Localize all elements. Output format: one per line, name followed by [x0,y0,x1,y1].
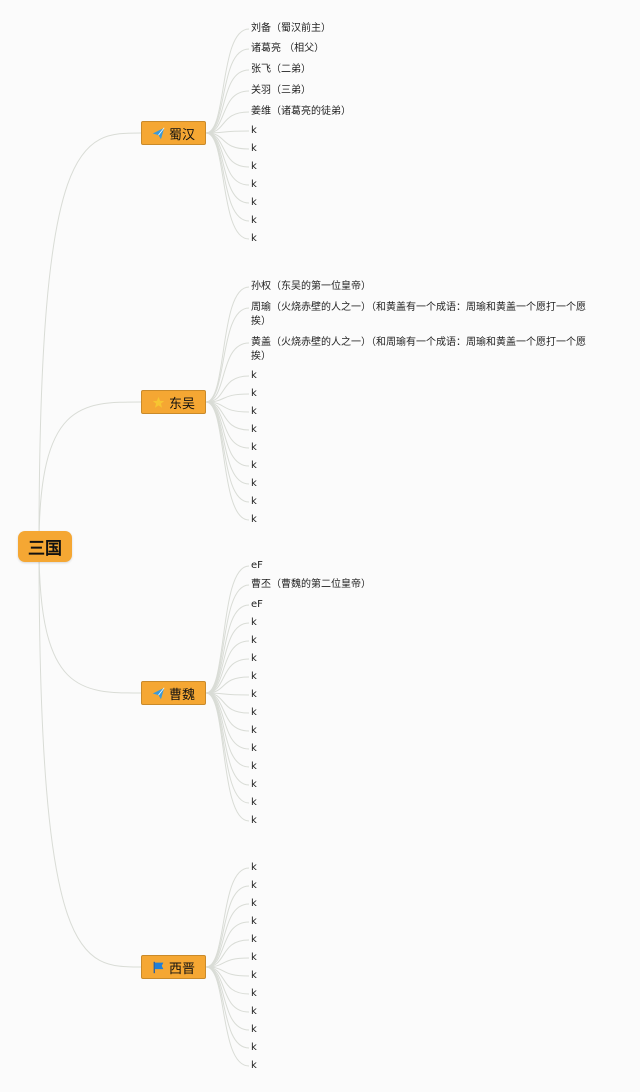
connector-line [38,546,142,968]
root-label: 三国 [28,539,62,559]
leaf-item[interactable]: k [251,388,257,399]
leaf-item[interactable]: k [251,233,257,244]
connector-line [205,584,250,694]
leaf-item[interactable]: k [251,934,257,945]
connector-line [205,342,250,403]
connector-line [205,676,250,694]
leaf-item[interactable]: k [251,970,257,981]
paper-plane-icon [152,127,165,140]
connector-line [205,692,250,822]
leaf-item[interactable]: k [251,406,257,417]
branch-node-caowei[interactable]: 曹魏 [141,681,206,705]
leaf-item[interactable]: 曹丕（曹魏的第二位皇帝） [251,579,371,590]
leaf-item[interactable]: eF [251,560,263,571]
leaf-item[interactable]: k [251,1024,257,1035]
connector-line [205,401,250,521]
leaf-item[interactable]: k [251,671,257,682]
leaf-item[interactable]: k [251,988,257,999]
branch-label: 西晋 [168,961,195,977]
branch-label: 曹魏 [168,687,195,703]
leaf-item[interactable]: k [251,880,257,891]
leaf-item[interactable]: 刘备（蜀汉前主） [251,23,331,34]
leaf-item[interactable]: k [251,179,257,190]
leaf-item[interactable]: k [251,125,257,136]
leaf-item[interactable]: k [251,653,257,664]
connector-line [205,957,250,968]
leaf-item[interactable]: k [251,478,257,489]
leaf-item[interactable]: 周瑜（火烧赤壁的人之一）（和黄盖有一个成语：周瑜和黄盖一个愿打一个愿挨） [251,302,586,327]
leaf-item[interactable]: 姜维（诸葛亮的徒弟） [251,106,351,117]
leaf-item[interactable]: k [251,707,257,718]
leaf-item[interactable]: k [251,862,257,873]
leaf-item[interactable]: k [251,370,257,381]
connector-line [205,90,250,134]
connector-line [205,286,250,403]
leaf-item[interactable]: k [251,635,257,646]
connector-line [205,903,250,968]
leaf-item[interactable]: k [251,743,257,754]
leaf-item[interactable]: k [251,1006,257,1017]
leaf-item[interactable]: k [251,725,257,736]
root-node[interactable]: 三国 [18,531,72,562]
flag-icon [152,961,165,974]
connector-line [38,132,142,547]
connector-line [205,132,250,240]
leaf-item[interactable]: k [251,898,257,909]
leaf-item[interactable]: k [251,143,257,154]
leaf-item[interactable]: k [251,689,257,700]
connector-line [38,546,142,694]
leaf-item[interactable]: k [251,496,257,507]
connector-line [205,966,250,1013]
leaf-item[interactable]: 黄盖（火烧赤壁的人之一）（和周瑜有一个成语：周瑜和黄盖一个愿打一个愿挨） [251,337,586,362]
leaf-item[interactable]: eF [251,599,263,610]
connector-line [205,885,250,968]
branch-label: 东吴 [168,396,195,412]
paper-plane-icon [152,687,165,700]
connector-line [205,604,250,694]
leaf-item[interactable]: k [251,815,257,826]
leaf-item[interactable]: 诸葛亮 （相父） [251,43,325,54]
connector-line [205,28,250,134]
leaf-item[interactable]: 张飞（二弟） [251,64,311,75]
leaf-item[interactable]: k [251,197,257,208]
connector-line [205,307,250,403]
connector-line [205,132,250,168]
connector-line [205,565,250,694]
leaf-item[interactable]: k [251,617,257,628]
leaf-item[interactable]: k [251,916,257,927]
leaf-item[interactable]: k [251,424,257,435]
branch-node-dongwu[interactable]: 东吴 [141,390,206,414]
connector-line [38,401,142,547]
star-icon [152,396,165,409]
branch-node-xijin[interactable]: 西晋 [141,955,206,979]
connector-line [205,867,250,968]
connector-line [205,921,250,968]
leaf-item[interactable]: k [251,952,257,963]
connector-line [205,622,250,694]
connector-line [205,132,250,186]
branch-node-shuhan[interactable]: 蜀汉 [141,121,206,145]
connector-line [205,401,250,503]
leaf-item[interactable]: 关羽（三弟） [251,85,311,96]
connector-line [205,111,250,134]
branch-label: 蜀汉 [168,127,195,143]
leaf-item[interactable]: 孙权（东吴的第一位皇帝） [251,281,371,292]
connector-line [205,966,250,1067]
connector-line [205,132,250,222]
leaf-item[interactable]: k [251,1060,257,1071]
leaf-item[interactable]: k [251,761,257,772]
leaf-item[interactable]: k [251,514,257,525]
leaf-item[interactable]: k [251,161,257,172]
leaf-item[interactable]: k [251,215,257,226]
leaf-item[interactable]: k [251,797,257,808]
connector-line [205,69,250,134]
connector-line [205,48,250,134]
connector-line [205,640,250,694]
leaf-item[interactable]: k [251,460,257,471]
leaf-item[interactable]: k [251,1042,257,1053]
leaf-item[interactable]: k [251,442,257,453]
leaf-item[interactable]: k [251,779,257,790]
